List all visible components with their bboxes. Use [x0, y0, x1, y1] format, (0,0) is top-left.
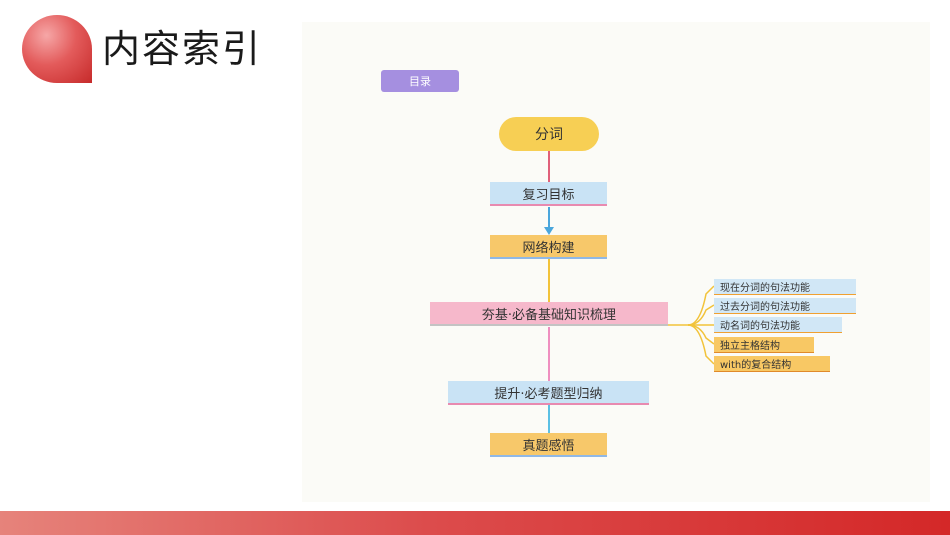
step-node-review-goals: 复习目标 [490, 182, 607, 206]
branch-leaf: 独立主格结构 [714, 337, 814, 353]
footer-bar [0, 511, 950, 535]
title-decoration-blob [22, 15, 92, 83]
branch-leaf: 现在分词的句法功能 [714, 279, 856, 295]
mindmap-panel [302, 22, 930, 502]
step-node-real-questions: 真题感悟 [490, 433, 607, 457]
root-node: 分词 [499, 117, 599, 151]
page-title: 内容索引 [102, 27, 263, 71]
branch-connectors [668, 285, 715, 365]
step-node-basics: 夯基·必备基础知识梳理 [430, 302, 668, 326]
step-node-question-types: 提升·必考题型归纳 [448, 381, 649, 405]
branch-leaf: 动名词的句法功能 [714, 317, 842, 333]
step-node-network: 网络构建 [490, 235, 607, 259]
arrow-head [544, 227, 554, 235]
toc-tag: 目录 [381, 70, 459, 92]
branch-leaf: 过去分词的句法功能 [714, 298, 856, 314]
branch-leaf: with的复合结构 [714, 356, 830, 372]
